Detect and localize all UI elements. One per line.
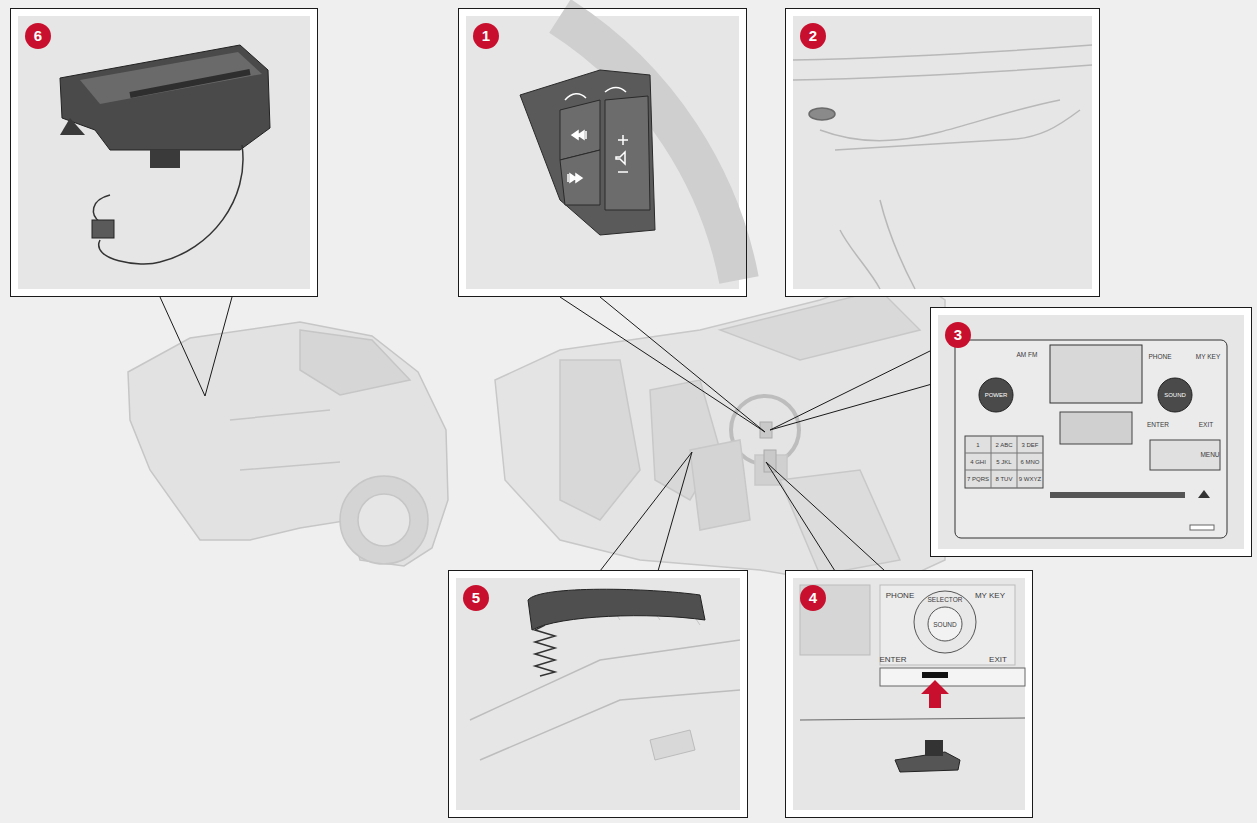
headliner-illustration bbox=[793, 45, 1092, 289]
control-label: ENTER bbox=[879, 656, 906, 664]
leader-line bbox=[160, 297, 932, 571]
car-interior bbox=[495, 270, 945, 590]
control-label: EXIT bbox=[1199, 422, 1213, 429]
callout-number: 4 bbox=[800, 585, 826, 611]
control-label: 3 DEF bbox=[1021, 442, 1038, 448]
control-label: MY KEY bbox=[975, 592, 1005, 600]
module-illustration bbox=[60, 45, 270, 264]
control-label: AM FM bbox=[1017, 352, 1038, 359]
control-label: PHONE bbox=[1148, 354, 1171, 361]
illustration-panel: 1 bbox=[458, 8, 747, 297]
radio-panel-illustration bbox=[955, 340, 1227, 538]
control-label: EXIT bbox=[989, 656, 1007, 664]
control-label: 5 JKL bbox=[996, 459, 1011, 465]
illustration-panel: 5 bbox=[448, 570, 748, 818]
control-label: 4 GHI bbox=[970, 459, 986, 465]
control-label: SOUND bbox=[933, 622, 956, 629]
callout-number: 5 bbox=[463, 585, 489, 611]
console-illustration bbox=[800, 585, 1025, 772]
panel-ground bbox=[10, 8, 1252, 818]
callout-number: 2 bbox=[800, 23, 826, 49]
illustration-panel: 6 bbox=[10, 8, 318, 297]
control-label: 2 ABC bbox=[995, 442, 1012, 448]
control-label: MENU bbox=[1200, 452, 1219, 459]
control-label: 7 PQRS bbox=[967, 476, 989, 482]
control-label: SELECTOR bbox=[928, 597, 963, 604]
illustration-panel: 2 bbox=[785, 8, 1100, 297]
control-label: SOUND bbox=[1164, 392, 1186, 398]
control-label: 1 bbox=[976, 442, 979, 448]
control-label: 8 TUV bbox=[996, 476, 1013, 482]
armrest-illustration bbox=[470, 589, 740, 760]
callout-number: 3 bbox=[945, 322, 971, 348]
control-label: MY KEY bbox=[1196, 354, 1220, 361]
callout-number: 1 bbox=[473, 23, 499, 49]
callout-number: 6 bbox=[25, 23, 51, 49]
car-exterior bbox=[128, 322, 448, 566]
control-label: 9 WXYZ bbox=[1019, 476, 1041, 482]
control-label: PHONE bbox=[886, 592, 914, 600]
illustration-panel: 4 bbox=[785, 570, 1033, 818]
control-label: 6 MNO bbox=[1020, 459, 1039, 465]
steering-wheel-illustration bbox=[520, 16, 739, 280]
control-label: ENTER bbox=[1147, 422, 1169, 429]
illustration-panel: 3 bbox=[930, 307, 1252, 557]
control-label: POWER bbox=[985, 392, 1008, 398]
